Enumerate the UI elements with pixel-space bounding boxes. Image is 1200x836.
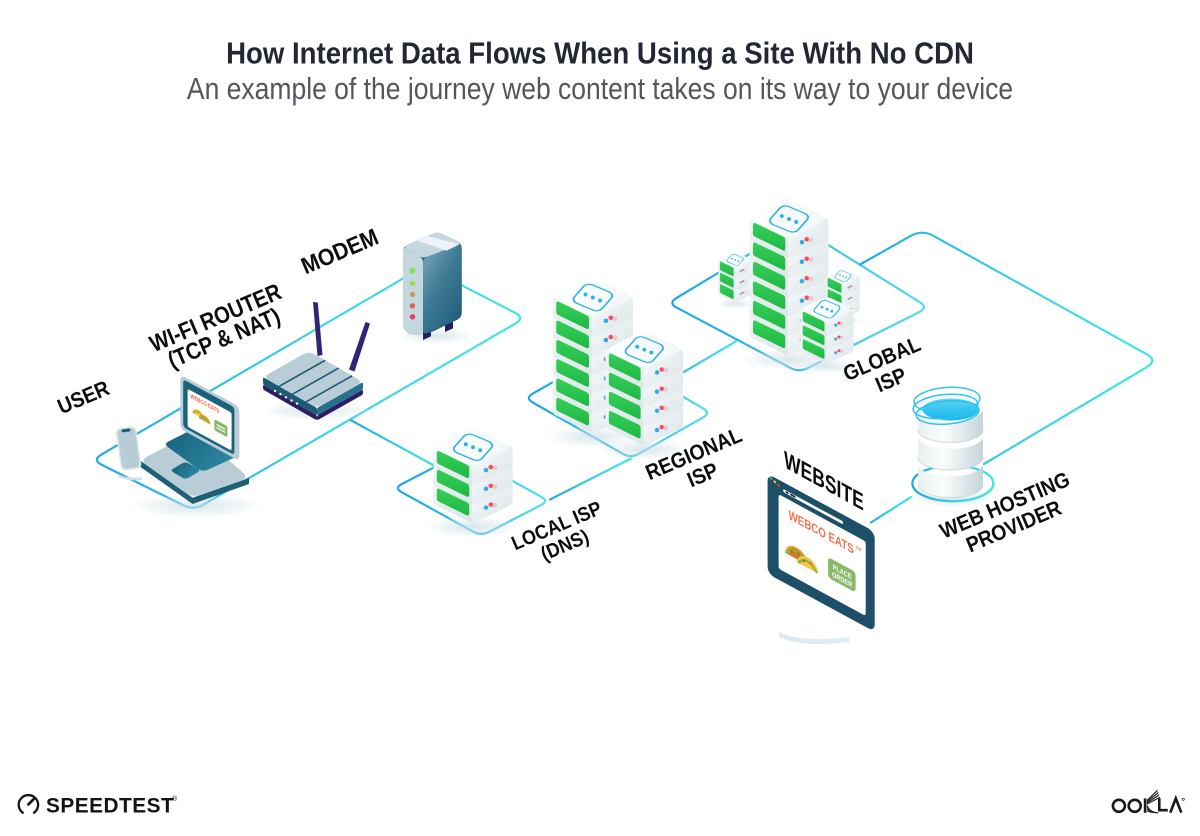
svg-text:MODEM: MODEM [297, 223, 382, 279]
svg-text:USER: USER [54, 376, 113, 419]
svg-text:How Internet Data Flows When U: How Internet Data Flows When Using a Sit… [226, 37, 974, 71]
svg-text:An example of the journey web: An example of the journey web content ta… [187, 72, 1013, 106]
svg-text:TM: TM [856, 545, 862, 553]
svg-text:SPEEDTEST: SPEEDTEST [46, 795, 174, 818]
svg-text:®: ® [172, 795, 178, 803]
